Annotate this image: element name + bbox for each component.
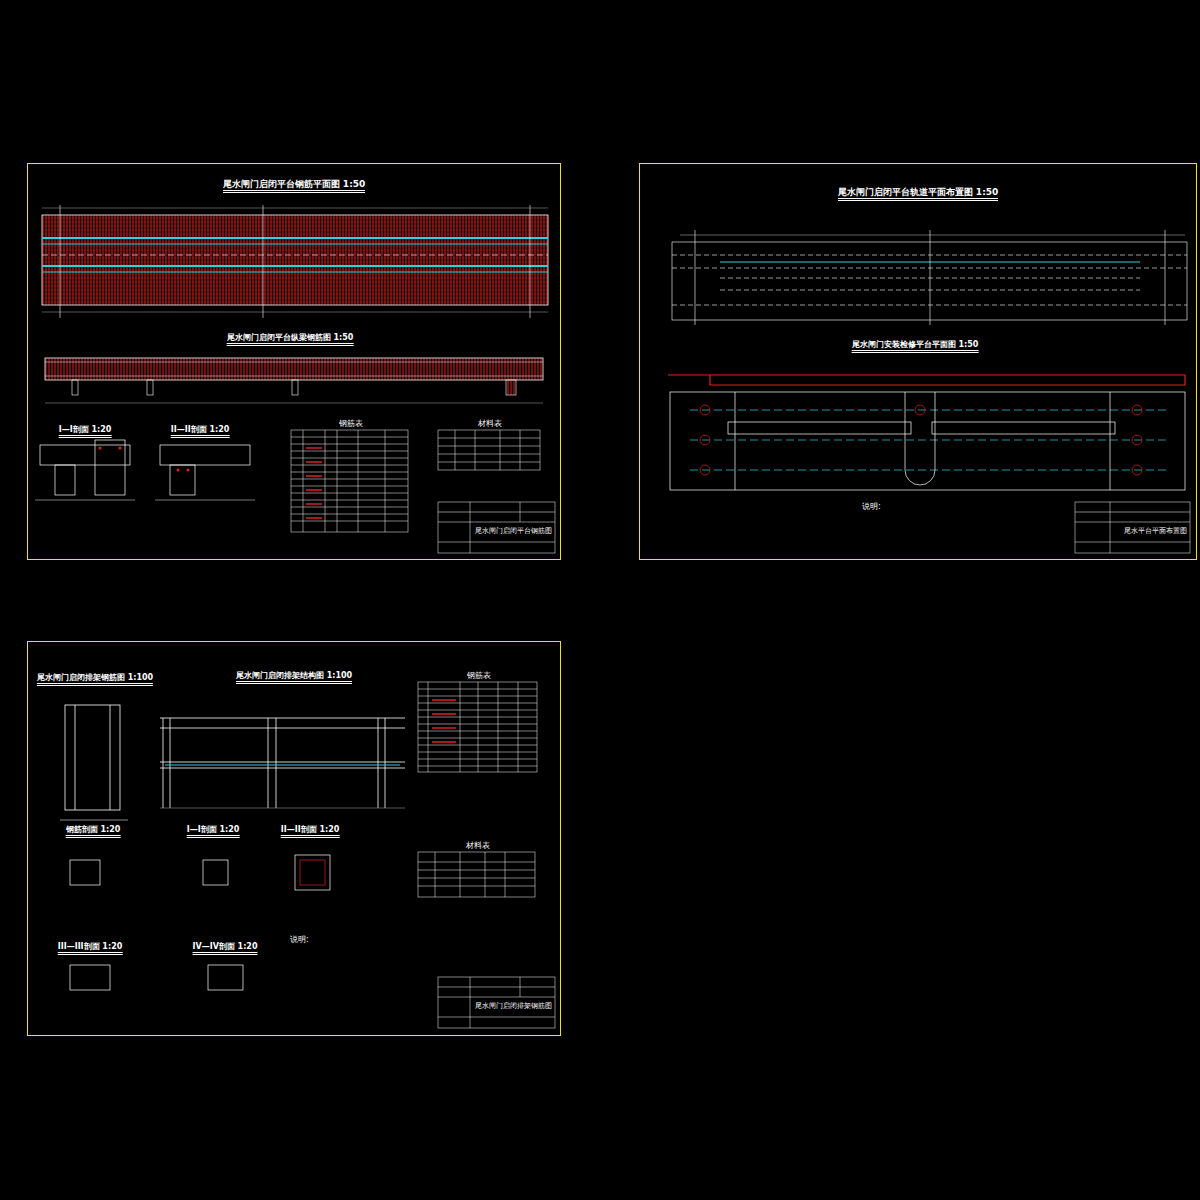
drawing-sheet: 尾水闸门启闭平台轨道平面布置图 1:50 尾水平台平面布置图 — [639, 163, 1197, 560]
table-grids — [291, 430, 555, 553]
drawing-label: III—III剖面 1:20 — [58, 943, 123, 955]
table-block: 尾水闸门启闭平台钢筋图 — [439, 503, 556, 554]
drawing-label: II—II剖面 1:20 — [281, 826, 340, 838]
drawing-sheet: 尾水闸门启闭排架结构图 1:100钢筋表材料表尾水闸门启闭排架钢筋图 — [27, 641, 561, 1036]
drawing-label: 说明: — [862, 503, 881, 512]
drawing-title: 尾水闸门启闭平台钢筋图 — [439, 528, 556, 536]
drawing-title: 尾水闸门启闭平台钢筋平面图 1:50 — [28, 180, 560, 190]
drawing-title: 尾水平台平面布置图 — [1076, 528, 1191, 536]
table-block: 材料表 — [439, 420, 541, 471]
section-details — [70, 855, 330, 990]
table-block: 钢筋表 — [292, 420, 409, 533]
table-block: 材料表 — [419, 842, 536, 898]
table-block: 尾水平台平面布置图 — [1076, 503, 1191, 554]
platform-plan — [668, 375, 1190, 553]
drawing-label: I—I剖面 1:20 — [187, 826, 240, 838]
drawing-title: 尾水闸门启闭平台轨道平面布置图 1:50 — [640, 188, 1196, 198]
drawing-label: 尾水闸门启闭平台纵梁钢筋图 1:50 — [227, 334, 354, 346]
cross-sections — [35, 440, 255, 500]
drawing-label: II—II剖面 1:20 — [171, 426, 230, 438]
drawing-label: 尾水闸门安装检修平台平面图 1:50 — [852, 341, 979, 353]
drawing-title: 钢筋表 — [292, 420, 409, 429]
table-block: 钢筋表 — [419, 672, 538, 773]
drawing-label: 说明: — [290, 936, 309, 945]
drawing-label: 钢筋剖面 1:20 — [66, 826, 121, 838]
table-grids-3 — [418, 682, 555, 1028]
drawing-sheet: 尾水闸门启闭平台钢筋平面图 1:50 钢筋表 材料表尾水闸门启闭平台钢筋图 — [27, 163, 561, 560]
drawing-label: IV—IV剖面 1:20 — [192, 943, 257, 955]
slab-plan — [42, 205, 548, 318]
drawing-title: 材料表 — [419, 842, 536, 851]
bent-frame — [60, 705, 405, 820]
beam-elevation — [45, 358, 543, 403]
drawing-title: 钢筋表 — [419, 672, 538, 681]
drawing-title: 材料表 — [439, 420, 541, 429]
drawing-label: 尾水闸门启闭排架钢筋图 1:100 — [37, 674, 153, 686]
table-block: 尾水闸门启闭排架钢筋图 — [439, 978, 556, 1029]
drawing-label: I—I剖面 1:20 — [59, 426, 112, 438]
track-plan — [672, 230, 1187, 325]
drawing-title: 尾水闸门启闭排架钢筋图 — [439, 1003, 556, 1011]
